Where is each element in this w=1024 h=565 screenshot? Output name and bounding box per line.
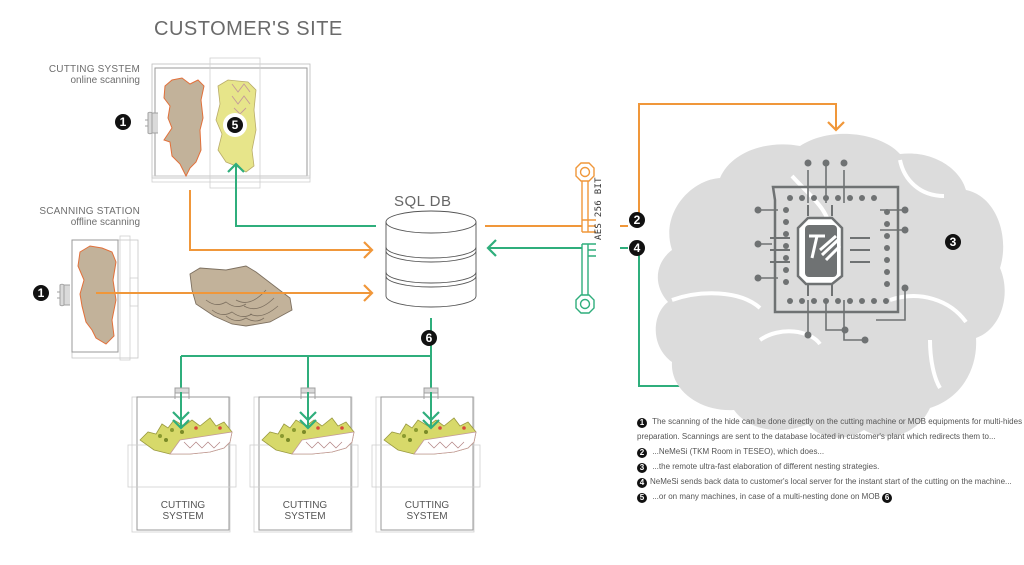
legend-item-1: 1 The scanning of the hide can be done d… (637, 414, 1023, 444)
step-badge-1: 1 (33, 285, 49, 301)
legend-text: The scanning of the hide can be done dir… (637, 417, 1023, 441)
legend-text: ...NeMeSi (TKM Room in TESEO), which doe… (650, 447, 825, 456)
cutting-system-label: CUTTING SYSTEM (381, 500, 473, 522)
step-badge-3: 3 (945, 234, 961, 250)
label-line: CUTTING (404, 500, 450, 511)
machine-arrows (172, 392, 440, 430)
cutting-system-2 (249, 387, 359, 533)
step-number-icon: 6 (882, 493, 893, 503)
brain-cloud (655, 133, 1005, 438)
key-to-cloud-line (638, 103, 837, 218)
offline-scanning-label: SCANNING STATION offline scanning (12, 206, 140, 228)
step-badge-2: 2 (629, 212, 645, 228)
database-icon (385, 210, 477, 308)
page-title: CUSTOMER'S SITE (154, 18, 343, 40)
label-line: SCANNING STATION (39, 206, 140, 217)
label-sub: online scanning (70, 75, 141, 86)
step-number-icon: 3 (637, 463, 647, 473)
legend-text: NeMeSi sends back data to customer's loc… (650, 477, 1012, 486)
scanner-arm-icon (144, 111, 159, 135)
label-line: SYSTEM (284, 511, 326, 522)
cutting-system-3 (371, 387, 481, 533)
legend-item-3: 3 ...the remote ultra-fast elaboration o… (637, 459, 1023, 474)
legend-text: ...the remote ultra-fast elaboration of … (650, 462, 880, 471)
arrow-head-icon (827, 121, 845, 132)
step-badge-4: 4 (629, 240, 645, 256)
online-cutting-label: CUTTING SYSTEM online scanning (22, 64, 140, 86)
cutting-system-label: CUTTING SYSTEM (137, 500, 229, 522)
arrow-head-icon (486, 239, 497, 257)
step-number-icon: 2 (637, 448, 647, 458)
label-line: SYSTEM (406, 511, 448, 522)
step-badge-6: 6 (421, 330, 437, 346)
step-number-icon: 5 (637, 493, 647, 503)
decryption-key-icon (575, 243, 596, 314)
step-badge-5: 5 (227, 117, 243, 133)
encryption-label: AES 256 BIT (594, 177, 604, 240)
legend-text: ...or on many machines, in case of a mul… (650, 492, 883, 501)
arrow-head-icon (363, 241, 374, 259)
db-to-online-line (235, 164, 376, 227)
encryption-key-icon (575, 162, 596, 233)
upload-flow (96, 103, 845, 302)
step-badge-1: 1 (115, 114, 131, 130)
label-sub: offline scanning (70, 217, 140, 228)
label-line: SYSTEM (162, 511, 204, 522)
arrow-head-icon (363, 284, 374, 302)
scanned-hide (77, 245, 117, 345)
arrow-head-icon (227, 162, 245, 173)
processor-chip-icon (754, 159, 909, 344)
legend-item-2: 2 ...NeMeSi (TKM Room in TESEO), which d… (637, 444, 1023, 459)
step-number-icon: 1 (637, 418, 647, 428)
step-number-icon: 4 (637, 478, 647, 488)
scanned-hide (163, 77, 205, 178)
cutting-system-label: CUTTING SYSTEM (259, 500, 351, 522)
label-line: CUTTING (160, 500, 206, 511)
arrow-head-icon (172, 411, 440, 422)
database-label: SQL DB (394, 193, 452, 210)
cutting-system-1 (127, 387, 237, 533)
online-to-db-line (189, 190, 372, 251)
online-cutting-system (144, 57, 311, 189)
label-line: CUTTING SYSTEM (48, 64, 140, 75)
legend: 1 The scanning of the hide can be done d… (637, 414, 1023, 504)
stacked-hides (189, 265, 293, 327)
offline-scanning-station (56, 235, 139, 361)
label-line: CUTTING (282, 500, 328, 511)
scanner-arm-icon (56, 283, 71, 307)
